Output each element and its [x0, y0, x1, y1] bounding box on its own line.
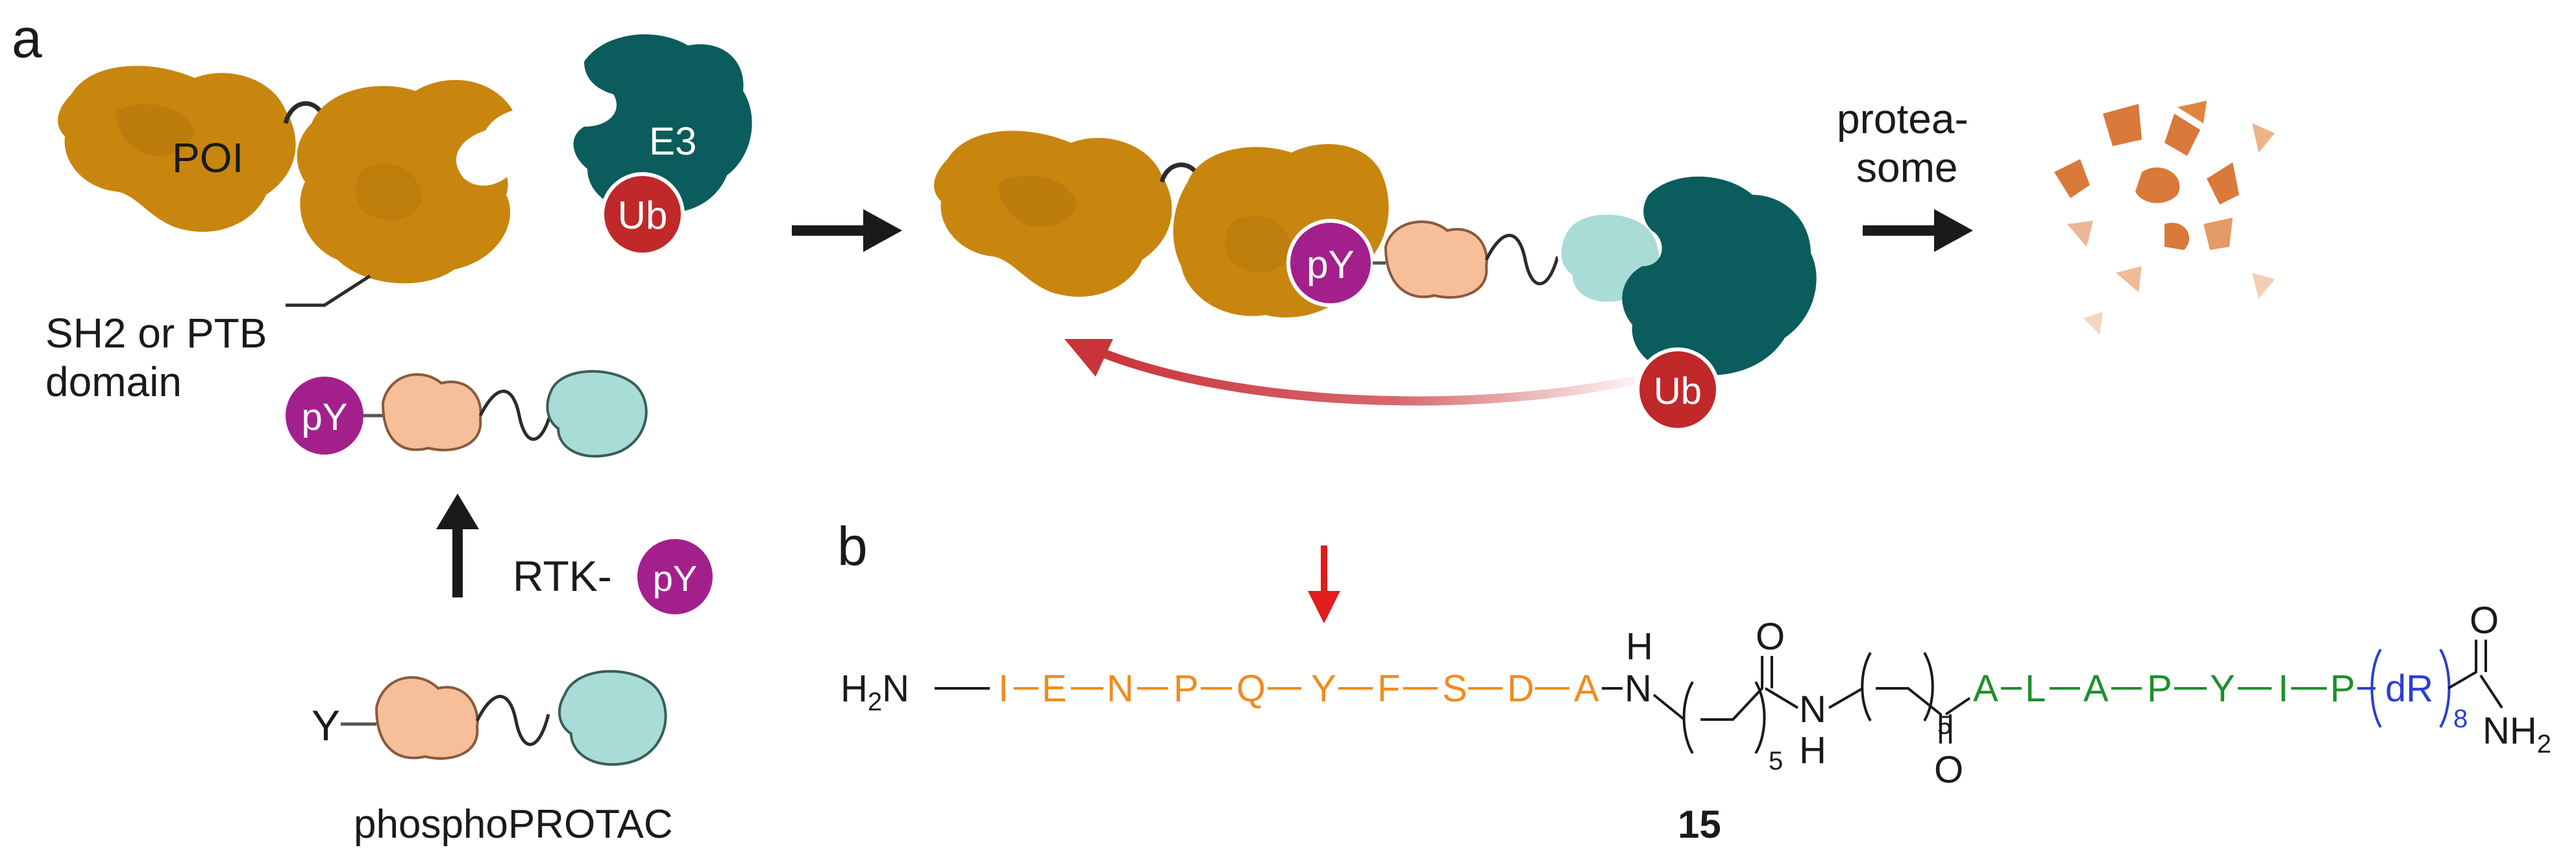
nh-group-2-n: N: [1799, 688, 1826, 731]
residue-orange-9: D: [1507, 668, 1534, 710]
target-tyrosine-arrow: [1308, 545, 1340, 623]
sh2-label-line1: SH2 or PTB: [45, 310, 267, 357]
residue-orange-5: Q: [1236, 668, 1266, 710]
nh2-terminal: NH2: [2483, 710, 2551, 758]
py-label-2: pY: [653, 558, 698, 599]
ub-label-left: Ub: [618, 194, 668, 237]
nh-group-2-h: H: [1799, 729, 1826, 771]
nh-group-1-h: H: [1626, 625, 1653, 668]
ub-circle-complex: Ub: [1636, 347, 1720, 432]
nh-group-1-n: N: [1625, 668, 1652, 710]
residue-orange-3: N: [1107, 668, 1134, 710]
rtk-label: RTK-: [513, 552, 612, 600]
complex-e3: [1622, 176, 1817, 375]
proteasome-label-line1: protea-: [1837, 95, 1969, 142]
arrow-to-complex: [792, 209, 902, 252]
complex-py-circle: pY: [1286, 219, 1375, 307]
ubiquitin-transfer-arrow: [1064, 339, 1637, 406]
residue-orange-10: A: [1574, 668, 1599, 710]
carbonyl-o-1: O: [1756, 616, 1785, 658]
sh2-domain: [297, 80, 513, 284]
ub-circle-left: Ub: [600, 172, 685, 257]
dr-repeat-count: 8: [2453, 705, 2468, 733]
dr-residue: dR: [2385, 668, 2433, 710]
rtk-py-circle: pY: [637, 539, 713, 614]
panel-label-a: a: [12, 8, 42, 69]
proteasome-label-line2: some: [1856, 144, 1958, 191]
residue-green-2: L: [2025, 668, 2046, 710]
sh2-label-line2: domain: [45, 358, 182, 405]
residue-green-6: I: [2278, 668, 2288, 710]
carbonyl-o-terminal: O: [2470, 599, 2499, 642]
carbonyl-o-2: O: [1934, 749, 1963, 791]
residue-green-1: A: [1973, 668, 1998, 710]
poi-protein: POI: [58, 66, 296, 232]
phosphoprotac-unphosphorylated: [341, 670, 667, 766]
phosphorylation-arrow: [436, 494, 479, 597]
degraded-fragments: [2054, 101, 2275, 334]
phosphoprotac-phosphorylated: pY: [286, 370, 648, 458]
py-label-3: pY: [1306, 243, 1354, 286]
residue-orange-6: Y: [1311, 668, 1336, 710]
residue-orange-7: F: [1377, 668, 1400, 710]
peptide-sequence: H2N I E N P Q Y F S D A H N 5 O N H: [840, 599, 2551, 791]
residue-orange-8: S: [1442, 668, 1467, 710]
residue-green-5: Y: [2210, 668, 2235, 710]
arrow-to-proteasome: [1863, 209, 1973, 252]
residue-green-4: P: [2147, 668, 2172, 710]
poi-label: POI: [172, 134, 243, 181]
complex-protac: [1373, 210, 1663, 306]
h2n-group: H2N: [840, 668, 909, 716]
phosphoprotac-label: phosphoPROTAC: [354, 802, 673, 847]
y-label: Y: [312, 701, 340, 749]
residue-orange-1: I: [998, 668, 1009, 710]
sh2-pointer-line: [286, 274, 371, 307]
residue-green-3: A: [2083, 668, 2109, 710]
complex-poi: [934, 131, 1172, 297]
compound-number: 15: [1678, 803, 1721, 846]
e3-label: E3: [649, 119, 696, 163]
residue-orange-4: P: [1173, 668, 1199, 710]
e3-ligase: E3: [569, 34, 752, 213]
residue-orange-2: E: [1042, 668, 1067, 710]
ub-label-complex: Ub: [1654, 370, 1702, 412]
repeat-count-1: 5: [1769, 747, 1783, 775]
py-label-1: pY: [302, 396, 348, 438]
panel-label-b: b: [837, 516, 868, 577]
residue-green-7: P: [2330, 668, 2355, 710]
